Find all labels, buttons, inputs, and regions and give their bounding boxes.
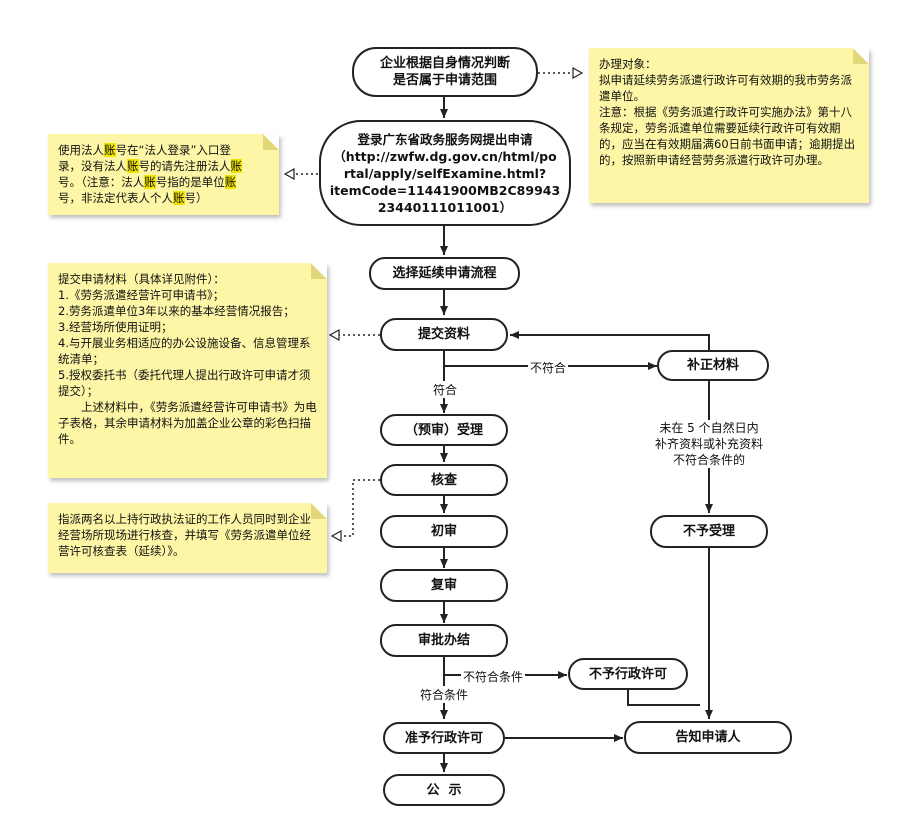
publicize-label: 公 示 (426, 782, 462, 798)
reject-accept-box[interactable]: 不予受理 (650, 515, 768, 548)
supplement-label: 补正材料 (686, 358, 739, 373)
pre-accept-box[interactable]: （预审）受理 (380, 414, 508, 446)
edge-deny-notify (627, 690, 700, 706)
first-review-box[interactable]: 初审 (380, 515, 508, 548)
apply-line-2: （http://zwfw.dg.gov.cn/html/po (333, 148, 557, 164)
label-not-match: 不符合 (528, 359, 569, 376)
login-line-2: 录，没有法人账号的请先注册法人账 (58, 159, 242, 173)
pre-accept-label: （预审）受理 (404, 422, 483, 438)
judge-line-1: 企业根据自身情况判断 (379, 56, 510, 71)
first-review-label: 初审 (430, 524, 457, 539)
edge-supplement-submit (510, 331, 710, 350)
verify-box[interactable]: 核查 (380, 464, 508, 496)
verify-label: 核查 (430, 472, 457, 488)
label-match: 符合 (431, 381, 460, 398)
judge-scope-box[interactable]: 企业根据自身情况判断是否属于申请范围 (352, 47, 538, 97)
notify-applicant-box[interactable]: 告知申请人 (624, 721, 792, 754)
approve-label: 审批办结 (417, 633, 470, 648)
notify-label: 告知申请人 (675, 730, 741, 745)
re-review-label: 复审 (430, 578, 457, 593)
login-line-4: 号，非法定代表人个人账号） (58, 191, 208, 205)
label-timeout: 未在 5 个自然日内 补齐资料或补充资料 不符合条件的 (646, 420, 772, 468)
materials-line-2: 1.《劳务派遣经营许可申请书》； (58, 288, 225, 302)
re-review-box[interactable]: 复审 (380, 569, 508, 602)
materials-line-1: 提交申请材料（具体详见附件）： (58, 272, 225, 286)
inspection-text: 指派两名以上持行政执法证的工作人员同时到企业经营场所现场进行核查，并填写《劳务派… (58, 512, 311, 558)
timeout-line-2: 补齐资料或补充资料 (654, 437, 763, 451)
apply-line-1: 登录广东省政务服务网提出申请 (357, 131, 533, 147)
approve-complete-box[interactable]: 审批办结 (380, 624, 508, 657)
materials-line-3: 2.劳务派遣单位3年以来的基本经营情况报告； (58, 304, 295, 318)
apply-line-5: 23440111011001） (377, 199, 513, 215)
note-materials: 提交申请材料（具体详见附件）： 1.《劳务派遣经营许可申请书》； 2.劳务派遣单… (48, 263, 327, 478)
materials-line-6: 5.授权委托书（委托代理人提出行政许可申请才须提交）； (58, 368, 311, 398)
materials-line-4: 3.经营场所使用证明； (58, 320, 173, 334)
reject-accept-label: 不予受理 (682, 524, 735, 539)
dotted-verify-inspection (332, 479, 380, 536)
target-line-2: 拟申请延续劳务派遣行政许可有效期的我市劳务派遣单位。 (599, 73, 852, 103)
label-met: 符合条件 (418, 686, 471, 703)
submit-label: 提交资料 (417, 327, 470, 342)
grant-license-label: 准予行政许可 (404, 730, 483, 746)
note-login-account: 使用法人账号在“法人登录”入口登 录，没有法人账号的请先注册法人账 号。（注意：… (48, 134, 279, 215)
judge-line-2: 是否属于申请范围 (392, 73, 497, 88)
materials-line-5: 4.与开展业务相适应的办公设施设备、信息管理系统清单； (58, 336, 311, 366)
timeout-line-3: 不符合条件的 (672, 453, 745, 467)
target-line-3: 注意：根据《劳务派遣行政许可实施办法》第十八条规定，劳务派遣单位需要延续行政许可… (599, 105, 856, 167)
login-line-1: 使用法人账号在“法人登录”入口登 (58, 143, 231, 157)
note-inspection: 指派两名以上持行政执法证的工作人员同时到企业经营场所现场进行核查，并填写《劳务派… (48, 503, 327, 573)
target-line-1: 办理对象： (599, 57, 657, 71)
label-not-met: 不符合条件 (461, 668, 526, 685)
select-flow-label: 选择延续申请流程 (392, 266, 497, 281)
online-apply-box[interactable]: 登录广东省政务服务网提出申请 （http://zwfw.dg.gov.cn/ht… (319, 120, 571, 226)
publicize-box[interactable]: 公 示 (383, 774, 505, 806)
grant-license-box[interactable]: 准予行政许可 (383, 722, 505, 754)
supplement-materials-box[interactable]: 补正材料 (657, 350, 769, 381)
note-applicant-target: 办理对象： 拟申请延续劳务派遣行政许可有效期的我市劳务派遣单位。 注意：根据《劳… (589, 48, 869, 203)
materials-line-7: 上述材料中，《劳务派遣经营许可申请书》为电子表格，其余申请材料为加盖企业公章的彩… (58, 400, 317, 446)
submit-materials-box[interactable]: 提交资料 (380, 318, 508, 351)
deny-license-box[interactable]: 不予行政许可 (568, 658, 688, 690)
apply-line-4: itemCode=11441900MB2C89943 (329, 182, 561, 198)
apply-line-3: rtal/apply/selfExamine.html? (343, 165, 547, 181)
deny-license-label: 不予行政许可 (588, 666, 667, 682)
timeout-line-1: 未在 5 个自然日内 (659, 421, 759, 435)
select-renewal-flow-box[interactable]: 选择延续申请流程 (369, 257, 520, 290)
login-line-3: 号。（注意：法人账号指的是单位账 (58, 175, 237, 189)
